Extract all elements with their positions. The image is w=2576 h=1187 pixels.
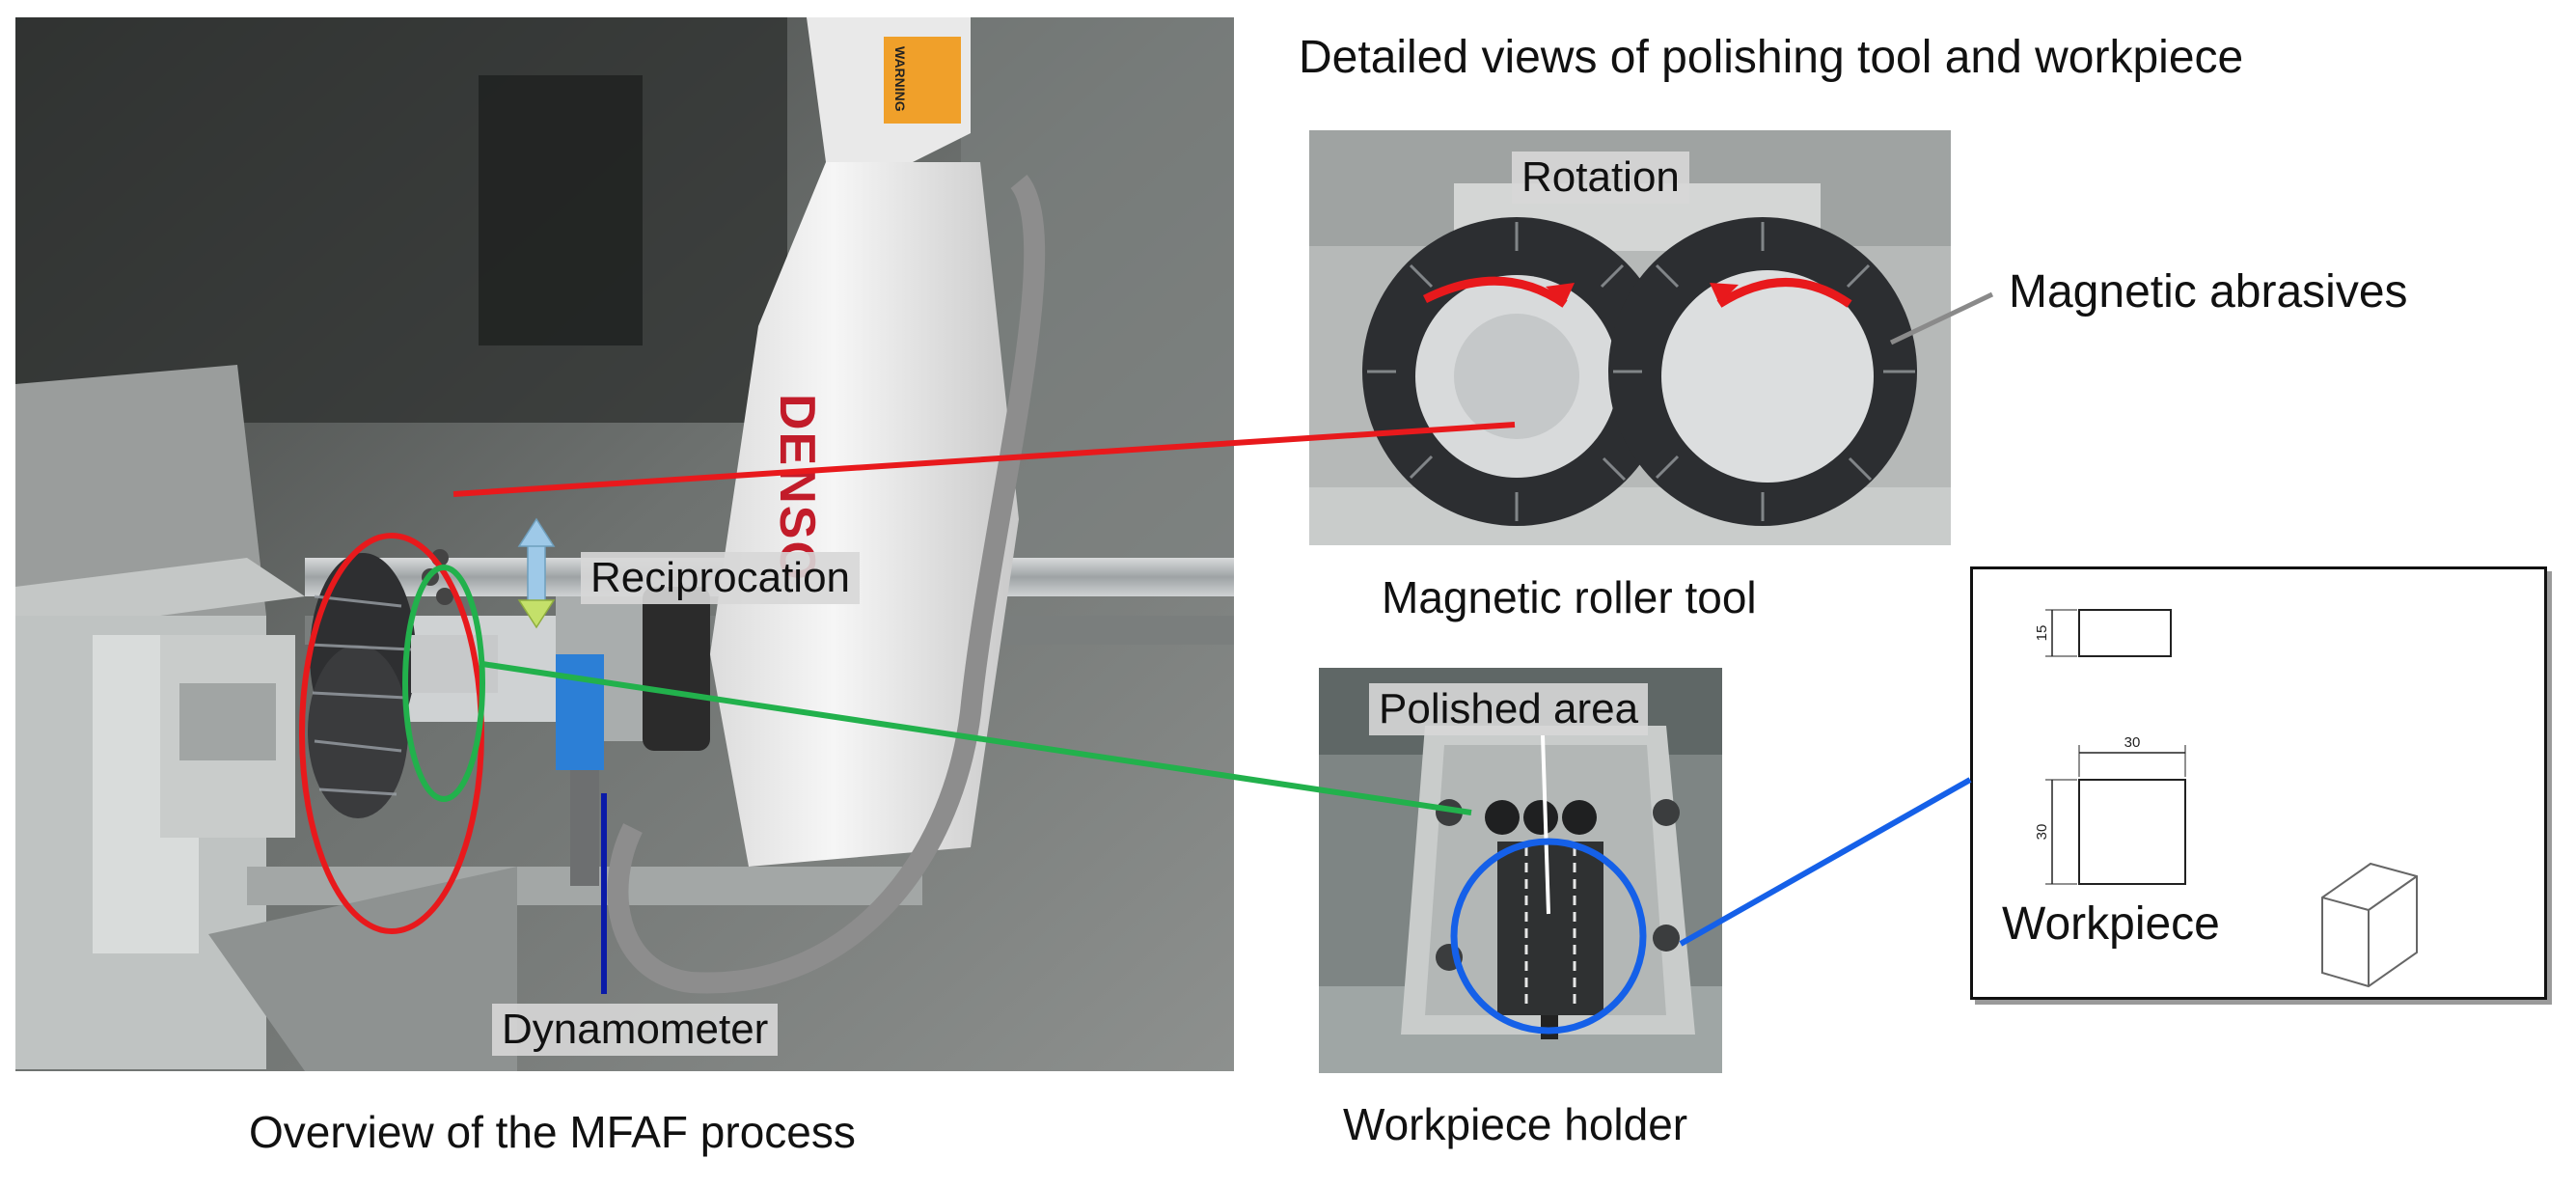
workpiece-label: Workpiece (2002, 898, 2220, 950)
dim-width-text: 30 (2124, 734, 2141, 751)
overview-photo-drawing (15, 17, 1234, 1071)
magnetic-abrasives-label: Magnetic abrasives (2009, 266, 2408, 317)
dim-top-text: 15 (2034, 625, 2050, 642)
roller-tool-photo: Rotation (1309, 130, 1951, 545)
workpiece-drawing-panel: 15 30 30 Workpiece (1970, 566, 2547, 1000)
reciprocation-label: Reciprocation (581, 552, 861, 604)
dynamometer-label: Dynamometer (492, 1004, 779, 1056)
roller-tool-caption: Magnetic roller tool (1382, 572, 1757, 622)
dim-height-text: 30 (2034, 824, 2050, 841)
warning-sticker-text: WARNING (892, 46, 908, 112)
roller-tool-photo-drawing (1309, 130, 1951, 545)
workpiece-drawing: 15 30 30 (2034, 609, 2418, 988)
workpiece-holder-photo: Polished area (1319, 668, 1722, 1073)
drawing-connector-line (1679, 777, 1972, 947)
figure-title: Detailed views of polishing tool and wor… (1299, 32, 2244, 83)
overview-caption: Overview of the MFAF process (249, 1107, 856, 1157)
rotation-label: Rotation (1512, 152, 1689, 204)
overview-photo: DENSO WARNING (15, 17, 1234, 1071)
workpiece-holder-caption: Workpiece holder (1343, 1099, 1688, 1149)
polished-area-label: Polished area (1369, 683, 1649, 735)
